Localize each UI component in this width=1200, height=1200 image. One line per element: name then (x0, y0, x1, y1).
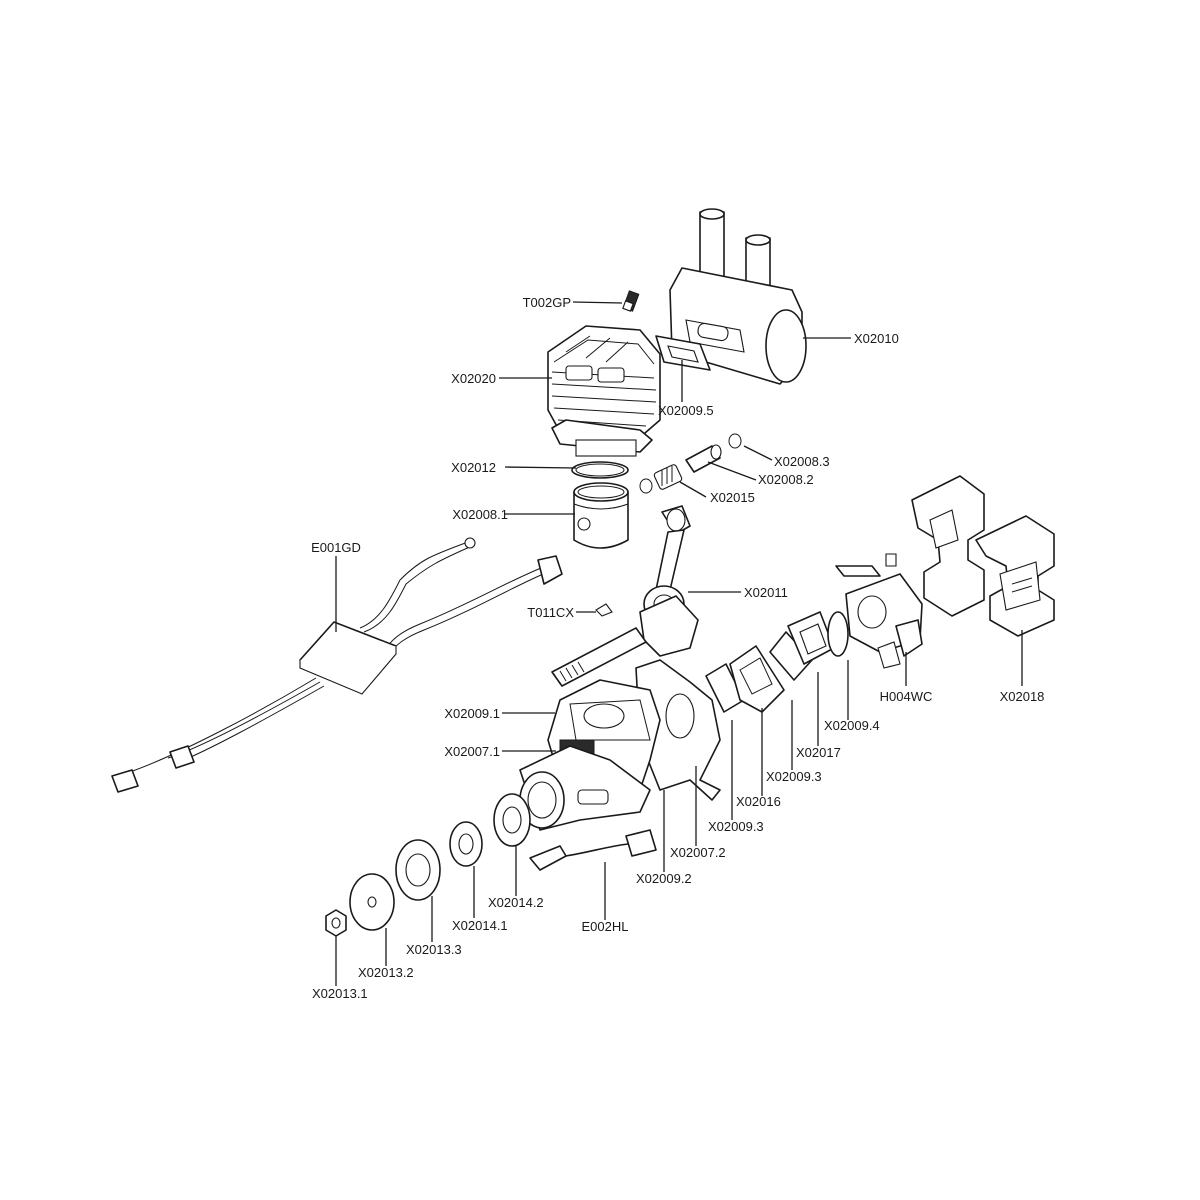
crankshaft-part (551, 505, 699, 687)
wrist-pin-set-part (639, 433, 742, 494)
engine-mount-part (911, 475, 1055, 637)
drive-hub-part (395, 839, 441, 901)
front-bearing-2-part (493, 793, 531, 847)
crankcase-part (519, 659, 721, 831)
intake-stack-part (705, 611, 849, 713)
ignition-module-part (111, 537, 563, 793)
prop-nut-part (325, 909, 347, 937)
label-X02009-3a: X02009.3 (766, 769, 822, 784)
label-X02009-5: X02009.5 (658, 403, 714, 418)
label-X02007-2: X02007.2 (670, 845, 726, 860)
part-labels: T002GP X02010 X02020 X02009.5 X02008.3 X… (311, 295, 1044, 1001)
piston-part (573, 482, 629, 549)
label-X02010: X02010 (854, 331, 899, 346)
label-X02014-2: X02014.2 (488, 895, 544, 910)
muffler-part (669, 208, 807, 385)
label-T002GP: T002GP (523, 295, 571, 310)
cylinder-part (547, 325, 661, 457)
label-X02011: X02011 (744, 585, 788, 600)
label-X02013-1: X02013.1 (312, 986, 368, 1001)
label-T011CX: T011CX (527, 605, 574, 620)
label-X02008-2: X02008.2 (758, 472, 814, 487)
label-E002HL: E002HL (582, 919, 629, 934)
spark-plug-part (622, 290, 640, 312)
label-X02015: X02015 (710, 490, 755, 505)
prop-washer-part (349, 873, 395, 931)
label-X02008-3: X02008.3 (774, 454, 830, 469)
label-X02017: X02017 (796, 745, 841, 760)
label-X02013-3: X02013.3 (406, 942, 462, 957)
label-X02009-4: X02009.4 (824, 718, 880, 733)
label-X02014-1: X02014.1 (452, 918, 508, 933)
carburetor-part (835, 553, 923, 669)
label-X02009-1: X02009.1 (444, 706, 500, 721)
hall-sensor-part (529, 829, 657, 871)
label-X02009-2: X02009.2 (636, 871, 692, 886)
label-H004WC: H004WC (880, 689, 933, 704)
cylinder-gasket-part (571, 461, 629, 479)
label-X02013-2: X02013.2 (358, 965, 414, 980)
label-X02007-1: X02007.1 (444, 744, 500, 759)
label-X02020: X02020 (451, 371, 496, 386)
label-X02008-1: X02008.1 (452, 507, 508, 522)
label-X02018: X02018 (1000, 689, 1045, 704)
label-E001GD: E001GD (311, 540, 361, 555)
leader-lines (335, 301, 1023, 986)
label-X02012: X02012 (451, 460, 496, 475)
front-bearing-1-part (449, 821, 483, 867)
exhaust-gasket-part (655, 335, 711, 371)
label-X02016: X02016 (736, 794, 781, 809)
label-X02009-3b: X02009.3 (708, 819, 764, 834)
